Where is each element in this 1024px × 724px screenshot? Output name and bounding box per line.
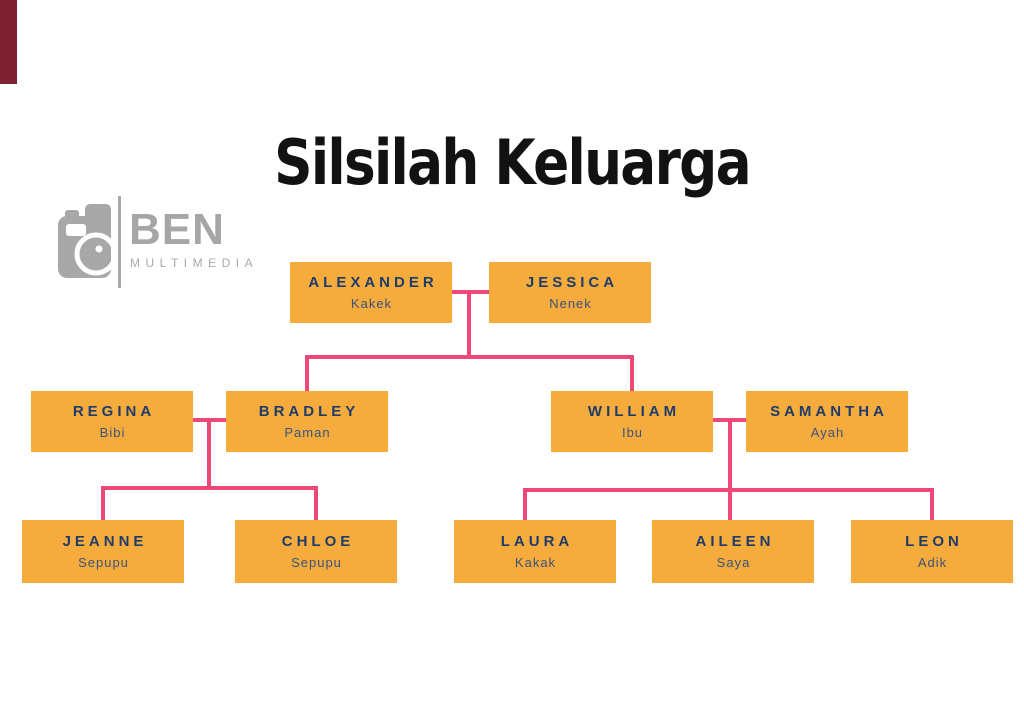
- person-name: JESSICA: [525, 274, 619, 291]
- tree-node-regina: REGINA Bibi: [31, 391, 193, 452]
- connector-drop-william: [630, 357, 634, 391]
- tree-node-chloe: CHLOE Sepupu: [235, 520, 397, 583]
- connector-drop-regina-bradley: [207, 420, 211, 488]
- tree-node-william: WILLIAM Ibu: [551, 391, 713, 452]
- person-relation: Nenek: [549, 296, 592, 311]
- logo-tagline-text: MULTIMEDIA: [130, 256, 259, 270]
- person-name: REGINA: [72, 403, 156, 420]
- connector-drop-bradley: [305, 357, 309, 391]
- person-name: ALEXANDER: [308, 274, 438, 291]
- person-relation: Bibi: [99, 425, 126, 440]
- tree-node-leon: LEON Adik: [851, 520, 1013, 583]
- connector-rail-cousins: [101, 486, 318, 490]
- connector-drop-laura: [523, 488, 527, 520]
- logo-divider-bar: [118, 196, 121, 288]
- tree-node-laura: LAURA Kakak: [454, 520, 616, 583]
- tree-node-alexander: ALEXANDER Kakek: [290, 262, 452, 323]
- tree-node-jessica: JESSICA Nenek: [489, 262, 651, 323]
- logo-brand-text: BEN: [129, 205, 225, 254]
- connector-drop-william-samantha: [728, 420, 732, 520]
- connector-rail-siblings: [523, 488, 934, 492]
- person-relation: Kakak: [514, 555, 557, 570]
- person-relation: Sepupu: [78, 555, 129, 570]
- connector-drop-jeanne: [101, 488, 105, 520]
- person-name: LAURA: [500, 533, 574, 550]
- ben-multimedia-logo: BEN MULTIMEDIA: [58, 196, 268, 292]
- person-relation: Adik: [917, 555, 948, 570]
- tree-node-samantha: SAMANTHA Ayah: [746, 391, 908, 452]
- connector-drop-leon: [930, 488, 934, 520]
- person-relation: Kakek: [350, 296, 393, 311]
- tree-node-aileen: AILEEN Saya: [652, 520, 814, 583]
- person-name: JEANNE: [62, 533, 148, 550]
- person-name: WILLIAM: [587, 403, 681, 420]
- camera-icon: [58, 204, 116, 278]
- person-relation: Sepupu: [291, 555, 342, 570]
- tree-node-bradley: BRADLEY Paman: [226, 391, 388, 452]
- connector-drop-grandparents: [467, 292, 471, 357]
- person-name: BRADLEY: [258, 403, 360, 420]
- tree-node-jeanne: JEANNE Sepupu: [22, 520, 184, 583]
- connector-drop-chloe: [314, 488, 318, 520]
- person-name: LEON: [905, 533, 963, 550]
- person-relation: Saya: [716, 555, 751, 570]
- left-edge-accent-bar: [0, 0, 17, 84]
- page-title: Silsilah Keluarga: [274, 126, 751, 199]
- person-name: SAMANTHA: [770, 403, 888, 420]
- person-name: CHLOE: [281, 533, 355, 550]
- connector-rail-generation2: [305, 355, 634, 359]
- person-name: AILEEN: [695, 533, 775, 550]
- person-relation: Ayah: [810, 425, 845, 440]
- person-relation: Paman: [284, 425, 331, 440]
- person-relation: Ibu: [621, 425, 644, 440]
